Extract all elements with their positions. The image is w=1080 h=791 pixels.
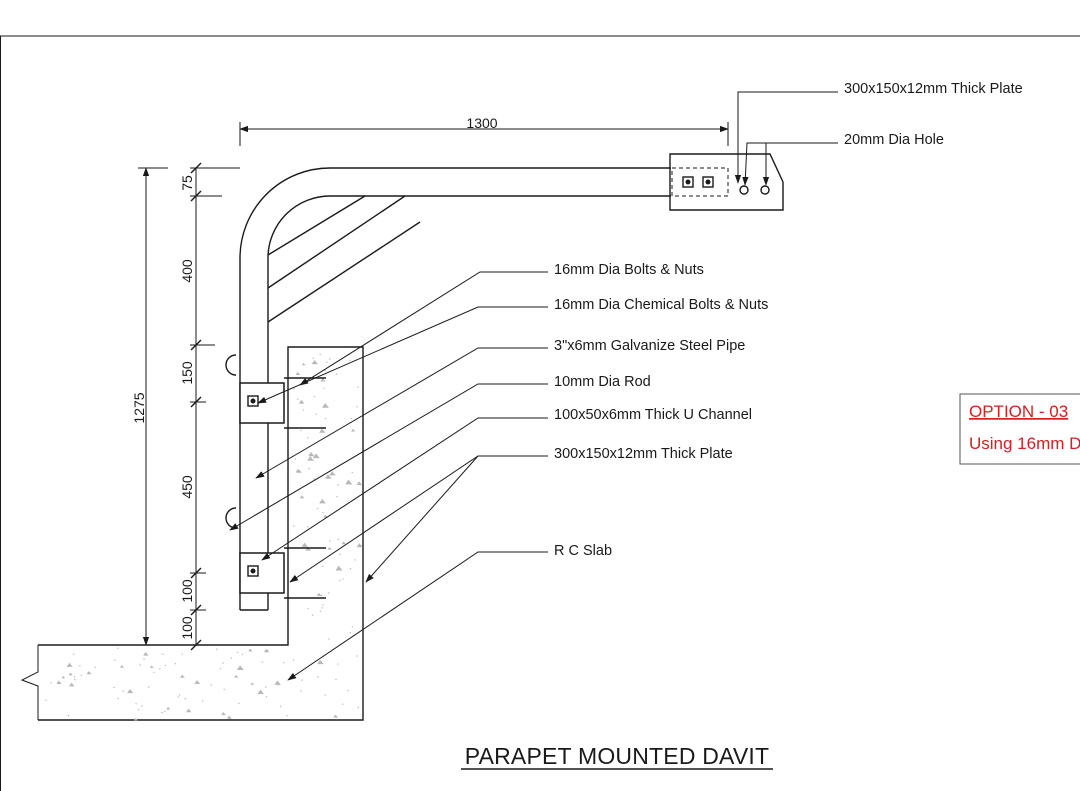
dim-segment-2: 400: [179, 259, 195, 283]
label-pipe: 3"x6mm Galvanize Steel Pipe: [554, 338, 745, 354]
label-bolts: 16mm Dia Bolts & Nuts: [554, 262, 704, 278]
drawing-title: PARAPET MOUNTED DAVIT: [465, 743, 770, 769]
dim-segment-4: 450: [179, 475, 195, 499]
label-base-plate: 300x150x12mm Thick Plate: [554, 446, 733, 462]
rc-slab-and-parapet: [20, 346, 364, 721]
label-slab: R C Slab: [554, 543, 612, 559]
dim-horizontal-reach: 1300: [466, 115, 497, 131]
dimension-lines: [138, 122, 729, 651]
label-rod: 10mm Dia Rod: [554, 374, 651, 390]
dim-segment-5: 100: [179, 579, 195, 603]
label-hole: 20mm Dia Hole: [844, 132, 944, 148]
option-subtitle: Using 16mm D: [969, 434, 1080, 453]
option-title: OPTION - 03: [969, 402, 1068, 421]
option-box: OPTION - 03 Using 16mm D: [959, 393, 1080, 465]
label-chemical-bolts: 16mm Dia Chemical Bolts & Nuts: [554, 297, 768, 313]
concrete-speckle: [45, 353, 363, 721]
sheet-border: [0, 35, 1080, 791]
dim-segment-3: 150: [179, 361, 195, 385]
leader-lines: [229, 91, 838, 681]
label-top-plate: 300x150x12mm Thick Plate: [844, 81, 1023, 97]
dim-segment-1: 75: [179, 175, 195, 191]
dim-overall-height: 1275: [131, 392, 147, 423]
dim-segment-6: 100: [179, 616, 195, 640]
u-channel-clamps: [225, 354, 326, 599]
top-plate: [669, 153, 784, 211]
davit-pipe: [239, 167, 671, 611]
label-channel: 100x50x6mm Thick U Channel: [554, 407, 752, 423]
